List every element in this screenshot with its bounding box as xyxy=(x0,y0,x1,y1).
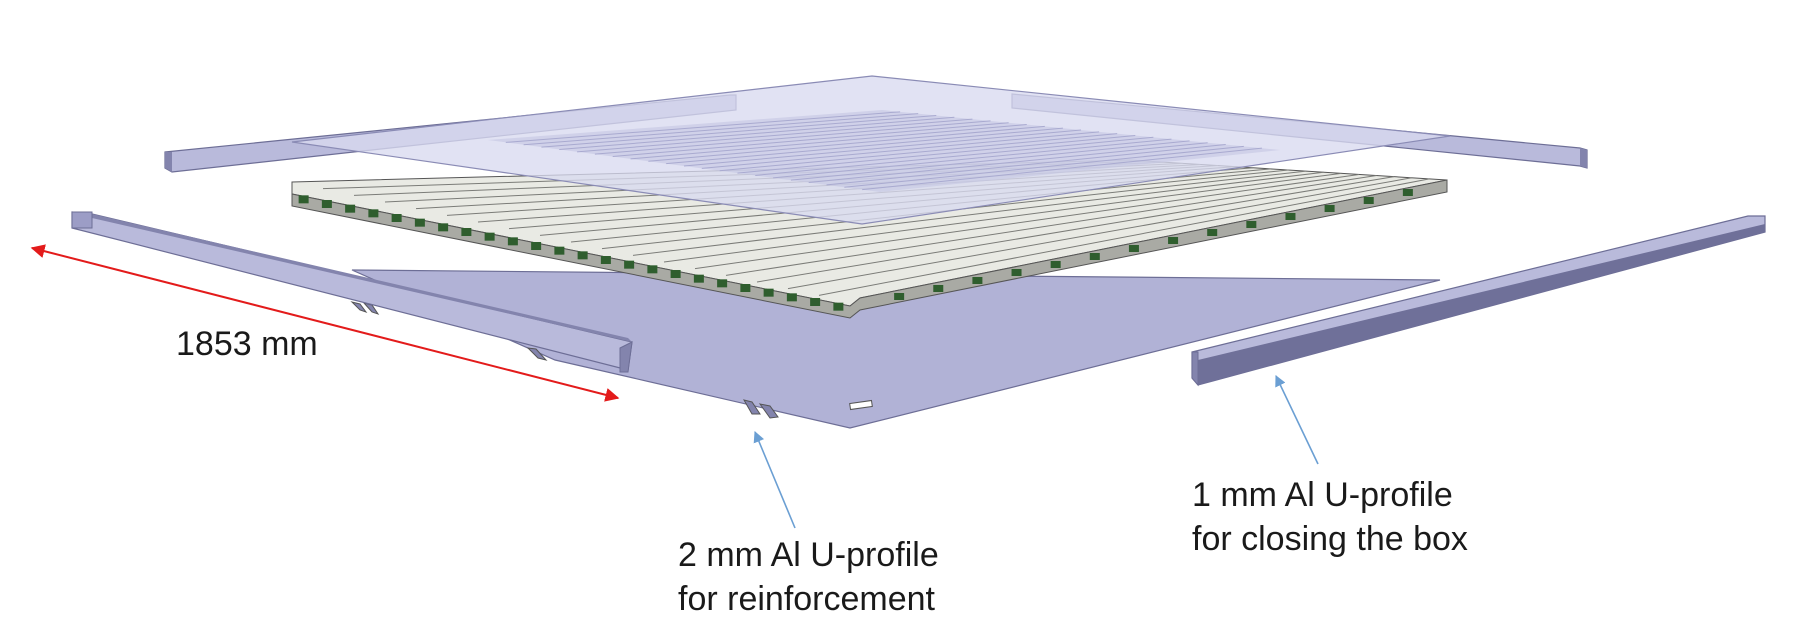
board-component xyxy=(624,260,635,269)
top-cover-groove xyxy=(701,131,1100,169)
reinforcement-label-line2: for reinforcement xyxy=(678,580,935,618)
board-component xyxy=(972,277,983,284)
top-cover-groove xyxy=(559,116,955,150)
board-component xyxy=(894,293,905,300)
top-cover-groove xyxy=(737,134,1136,174)
board-component xyxy=(507,237,518,246)
board-slat-line xyxy=(725,175,1377,276)
top-cover-groove xyxy=(648,125,1045,162)
board-component xyxy=(693,274,704,283)
top-cover-groove xyxy=(790,140,1190,181)
board-component xyxy=(647,265,658,274)
board-component xyxy=(810,298,821,306)
closing-label-line1: 1 mm Al U-profile xyxy=(1192,476,1453,514)
board-component xyxy=(1089,253,1100,260)
top-cover-groove xyxy=(541,114,937,148)
board-component xyxy=(763,288,774,297)
top-cover-grooves xyxy=(505,111,1262,191)
board-component xyxy=(321,200,332,208)
top-cover-groove xyxy=(612,122,1009,158)
board-component xyxy=(438,223,449,232)
board-component xyxy=(1128,245,1139,252)
top-cover-groove xyxy=(594,120,991,155)
board-component xyxy=(554,246,565,255)
board-component xyxy=(1050,261,1061,268)
board-component xyxy=(1011,269,1022,276)
board-component xyxy=(833,302,844,311)
closing-label-line2: for closing the box xyxy=(1192,520,1468,558)
top-cover xyxy=(291,75,1451,225)
closing-callout-arrow xyxy=(1275,374,1319,465)
board-slat-line xyxy=(818,178,1430,296)
board-component xyxy=(298,195,309,204)
top-cover-groove xyxy=(844,145,1244,188)
reinforcement-label-line1: 2 mm Al U-profile xyxy=(678,536,939,574)
board-component xyxy=(1363,197,1374,204)
top-cover-groove xyxy=(719,133,1118,172)
top-cover-groove xyxy=(630,124,1027,160)
top-cover-groove xyxy=(683,129,1082,167)
board-component xyxy=(1285,213,1296,220)
board-slat-line xyxy=(787,177,1412,290)
board-component xyxy=(1324,205,1335,212)
board-component xyxy=(600,256,611,264)
board-slat-line xyxy=(756,176,1395,283)
top-cover-groove xyxy=(755,136,1154,176)
right-u-profile xyxy=(1191,215,1766,387)
board-component xyxy=(717,279,728,288)
board-component xyxy=(1168,237,1179,244)
board-component xyxy=(484,232,495,241)
board-slat-line xyxy=(632,171,1324,256)
board-component xyxy=(368,209,379,218)
board-slat-line xyxy=(663,172,1342,263)
board-component xyxy=(414,218,425,227)
board-component xyxy=(1246,221,1257,228)
board-component xyxy=(345,204,356,213)
top-cover-groove xyxy=(862,147,1262,191)
dimension-label: 1853 mm xyxy=(176,325,318,363)
board-component xyxy=(786,293,797,302)
board-component xyxy=(933,285,944,292)
top-cover-groove xyxy=(808,142,1208,184)
top-cover-groove xyxy=(577,118,973,153)
dimension-arrow xyxy=(30,244,620,402)
board-component xyxy=(1402,189,1413,196)
board-component xyxy=(577,251,588,260)
top-cover-groove xyxy=(523,113,919,146)
board-component xyxy=(461,228,472,236)
board-component xyxy=(740,284,751,292)
top-cover-groove xyxy=(826,144,1226,186)
board-component xyxy=(670,270,681,278)
top-cover-groove xyxy=(666,127,1063,165)
reinforcement-callout-arrow xyxy=(753,430,796,529)
board-slat-line xyxy=(694,173,1360,270)
board-component xyxy=(391,214,402,222)
top-cover-groove xyxy=(505,111,901,143)
top-cover-groove xyxy=(773,138,1172,179)
board-component xyxy=(1207,229,1218,236)
board-component xyxy=(531,242,542,250)
